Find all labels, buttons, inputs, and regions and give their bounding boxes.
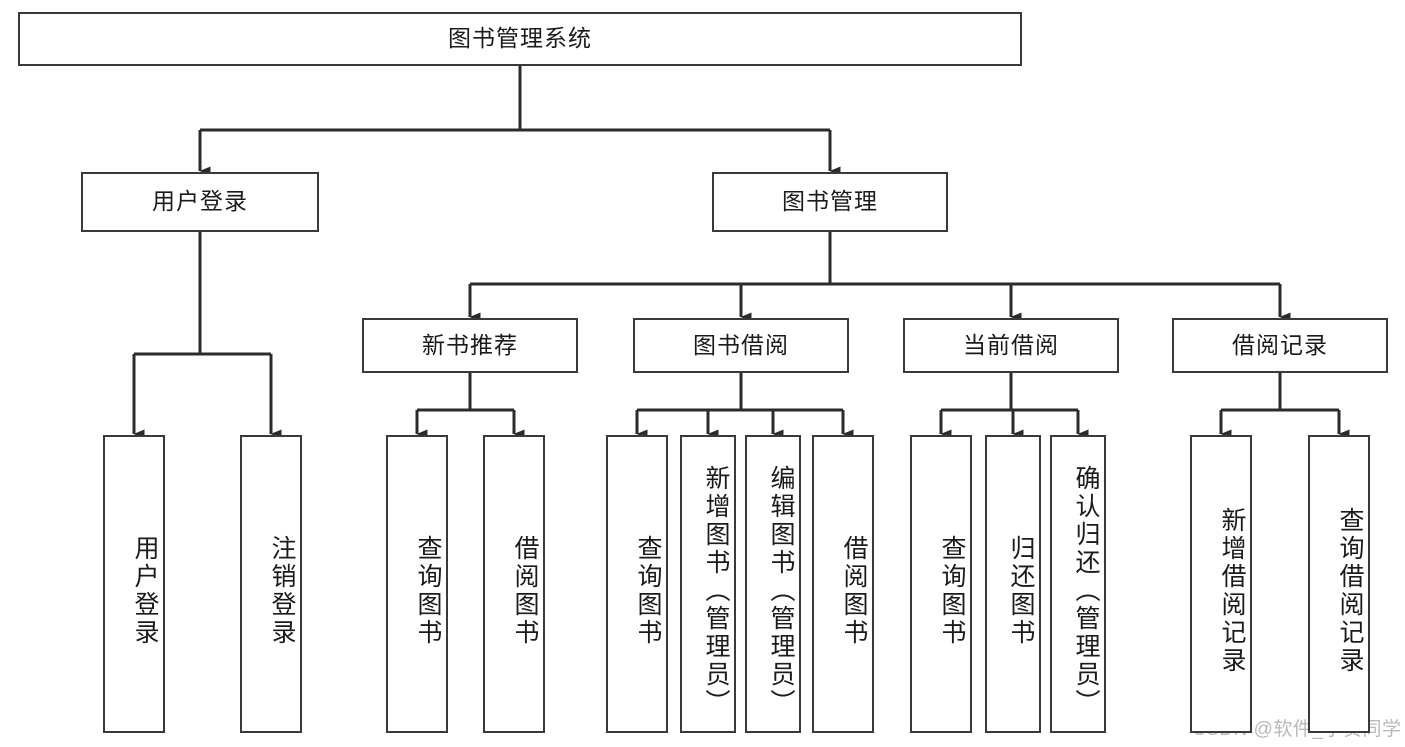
- node-label: 图书管理: [782, 188, 878, 215]
- node-leaf8[interactable]: 借阅图书: [812, 435, 874, 733]
- node-bookmgmt[interactable]: 图书管理: [712, 172, 948, 232]
- node-root[interactable]: 图书管理系统: [18, 12, 1022, 66]
- node-label: 归还图书: [1007, 535, 1035, 647]
- node-records[interactable]: 借阅记录: [1172, 318, 1388, 373]
- node-label: 用户登录: [131, 535, 159, 647]
- node-label: 新书推荐: [422, 331, 518, 358]
- node-leaf1[interactable]: 用户登录: [103, 435, 165, 733]
- node-label: 编辑图书（管理员）: [767, 465, 795, 717]
- node-label: 当前借阅: [963, 331, 1059, 358]
- node-leaf5[interactable]: 查询图书: [606, 435, 668, 733]
- node-leaf2[interactable]: 注销登录: [240, 435, 302, 733]
- node-leaf12[interactable]: 新增借阅记录: [1190, 435, 1252, 733]
- node-leaf3[interactable]: 查询图书: [386, 435, 448, 733]
- node-label: 用户登录: [152, 188, 248, 215]
- node-label: 新增图书（管理员）: [702, 465, 730, 717]
- node-leaf4[interactable]: 借阅图书: [483, 435, 545, 733]
- node-label: 确认归还（管理员）: [1072, 465, 1100, 717]
- node-label: 借阅图书: [840, 535, 868, 647]
- node-login[interactable]: 用户登录: [81, 172, 319, 232]
- node-label: 查询图书: [634, 535, 662, 647]
- node-leaf10[interactable]: 归还图书: [985, 435, 1041, 733]
- node-leaf13[interactable]: 查询借阅记录: [1308, 435, 1370, 733]
- node-current[interactable]: 当前借阅: [903, 318, 1119, 373]
- node-label: 借阅图书: [511, 535, 539, 647]
- node-borrow[interactable]: 图书借阅: [633, 318, 849, 373]
- node-leaf11[interactable]: 确认归还（管理员）: [1050, 435, 1106, 733]
- node-label: 图书借阅: [693, 331, 789, 358]
- node-label: 查询图书: [414, 535, 442, 647]
- node-newbook[interactable]: 新书推荐: [362, 318, 578, 373]
- node-label: 注销登录: [268, 535, 296, 647]
- node-leaf6[interactable]: 新增图书（管理员）: [680, 435, 736, 733]
- node-label: 新增借阅记录: [1218, 507, 1246, 675]
- node-label: 查询图书: [938, 535, 966, 647]
- node-leaf7[interactable]: 编辑图书（管理员）: [745, 435, 801, 733]
- node-leaf9[interactable]: 查询图书: [910, 435, 972, 733]
- node-label: 查询借阅记录: [1336, 507, 1364, 675]
- node-label: 图书管理系统: [448, 25, 592, 52]
- node-label: 借阅记录: [1232, 331, 1328, 358]
